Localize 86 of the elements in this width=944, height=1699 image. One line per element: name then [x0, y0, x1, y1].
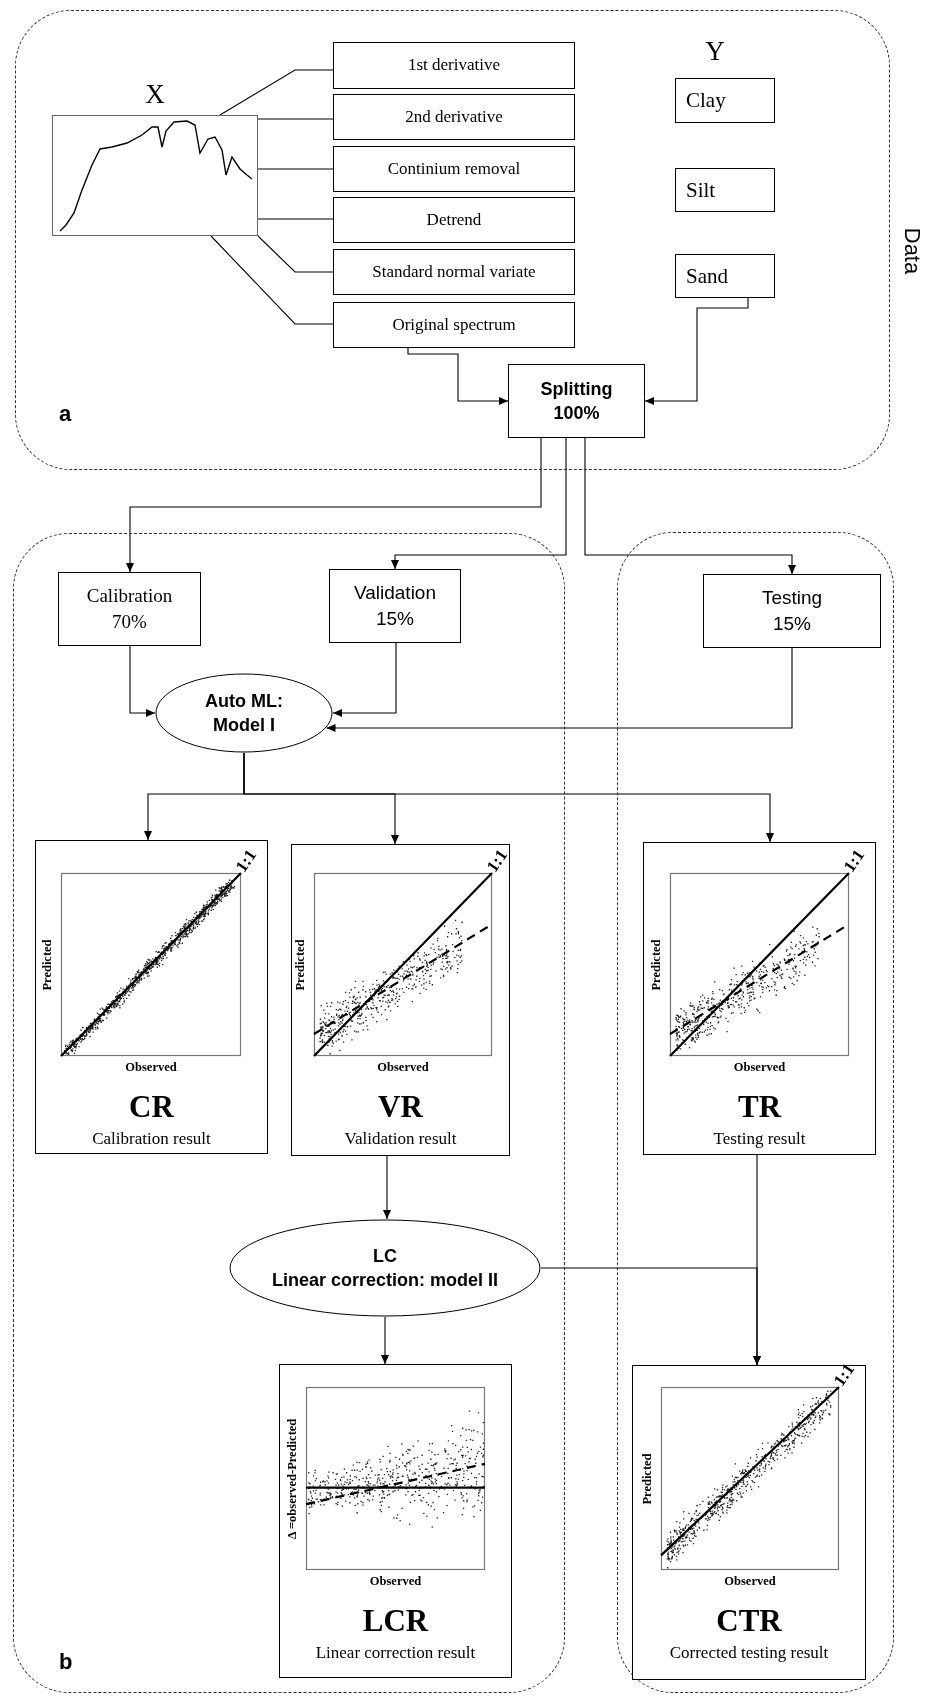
connector-line: [257, 168, 334, 170]
process-box: [58, 572, 201, 646]
result-card: [35, 840, 268, 1154]
arrow: [644, 297, 749, 405]
result-code: LCR: [361, 1603, 430, 1639]
axis-label: Predicted: [39, 937, 55, 993]
box-label: Clay: [686, 87, 726, 115]
axis-label: Predicted: [648, 937, 664, 993]
box-label: Silt: [686, 176, 716, 204]
axis-label: Observed: [124, 1059, 178, 1075]
axis-label: Observed: [368, 1573, 423, 1589]
box-label: 1st derivative: [407, 54, 501, 77]
result-card: [643, 842, 876, 1155]
box-label: Testing 15%: [760, 586, 824, 636]
side-label: Data: [899, 226, 925, 277]
arrow: [332, 642, 397, 717]
arrow: [584, 437, 796, 575]
result-caption: Corrected testing result: [668, 1642, 830, 1664]
model-ellipse: [155, 673, 333, 753]
arrow: [243, 752, 774, 843]
dashed-panel: [617, 532, 894, 1693]
variable-heading: Y: [704, 36, 726, 66]
process-box: [703, 574, 881, 648]
axis-label: Δ =observed-Predicted: [284, 1417, 300, 1541]
axis-label: Observed: [376, 1059, 430, 1075]
box-label: Continium removal: [387, 157, 521, 180]
connector-line: [210, 235, 334, 325]
result-caption: Linear correction result: [314, 1642, 477, 1664]
panel-letter: a: [59, 401, 72, 427]
box-label: LC: [373, 1244, 397, 1268]
arrow: [383, 1155, 391, 1220]
process-box: [508, 364, 645, 438]
box-label: Detrend: [426, 208, 482, 231]
result-code: CTR: [715, 1603, 783, 1639]
arrow: [126, 437, 542, 573]
axis-label: Observed: [723, 1573, 777, 1589]
panel-letter: b: [59, 1649, 73, 1675]
result-card: [632, 1365, 866, 1680]
axis-label: Observed: [732, 1059, 787, 1075]
result-code: TR: [736, 1089, 783, 1125]
dashed-panel: [13, 533, 565, 1693]
result-card: [291, 844, 510, 1156]
axis-label: Predicted: [639, 1451, 655, 1507]
process-box: [675, 254, 775, 298]
process-box: [329, 569, 461, 643]
result-caption: Calibration result: [91, 1128, 212, 1150]
arrow: [407, 347, 509, 405]
process-box: [333, 42, 575, 89]
box-label: 2nd derivative: [405, 105, 503, 128]
arrow: [753, 1154, 761, 1366]
box-label: Standard normal variate: [372, 260, 536, 283]
result-code: CR: [128, 1089, 176, 1125]
result-code: VR: [377, 1089, 425, 1125]
line-label: 1:1: [839, 846, 870, 876]
result-caption: Validation result: [343, 1128, 458, 1150]
model-ellipse: [229, 1219, 541, 1317]
process-box: [333, 94, 575, 140]
process-box: [333, 302, 575, 348]
box-label: Calibration 70%: [85, 584, 174, 634]
arrow: [325, 647, 793, 732]
process-box: [675, 168, 775, 212]
process-box: [333, 249, 575, 295]
connector-line: [257, 218, 334, 220]
process-box: [333, 197, 575, 243]
box-label: Linear correction: model II: [271, 1269, 498, 1292]
line-label: 1:1: [829, 1360, 860, 1390]
box-label: Auto ML: Model I: [204, 689, 284, 737]
result-caption: Testing result: [712, 1128, 807, 1150]
connector-line: [219, 69, 334, 116]
connector-line: [257, 118, 334, 120]
connector-line: [257, 235, 334, 273]
result-card: [279, 1364, 512, 1678]
box-label: Validation 15%: [352, 581, 437, 631]
arrow: [391, 437, 567, 570]
process-box: [675, 78, 775, 123]
variable-heading: X: [144, 79, 166, 109]
arrow: [129, 645, 156, 717]
process-box: [333, 146, 575, 192]
line-label: 1:1: [482, 846, 513, 876]
line-label: 1:1: [231, 846, 262, 876]
arrow: [381, 1316, 389, 1365]
box-label: Sand: [686, 262, 728, 290]
box-label: Original spectrum: [392, 313, 516, 336]
dashed-panel: [15, 10, 890, 470]
axis-label: Predicted: [292, 937, 308, 993]
box-label: Splitting 100%: [539, 377, 614, 425]
